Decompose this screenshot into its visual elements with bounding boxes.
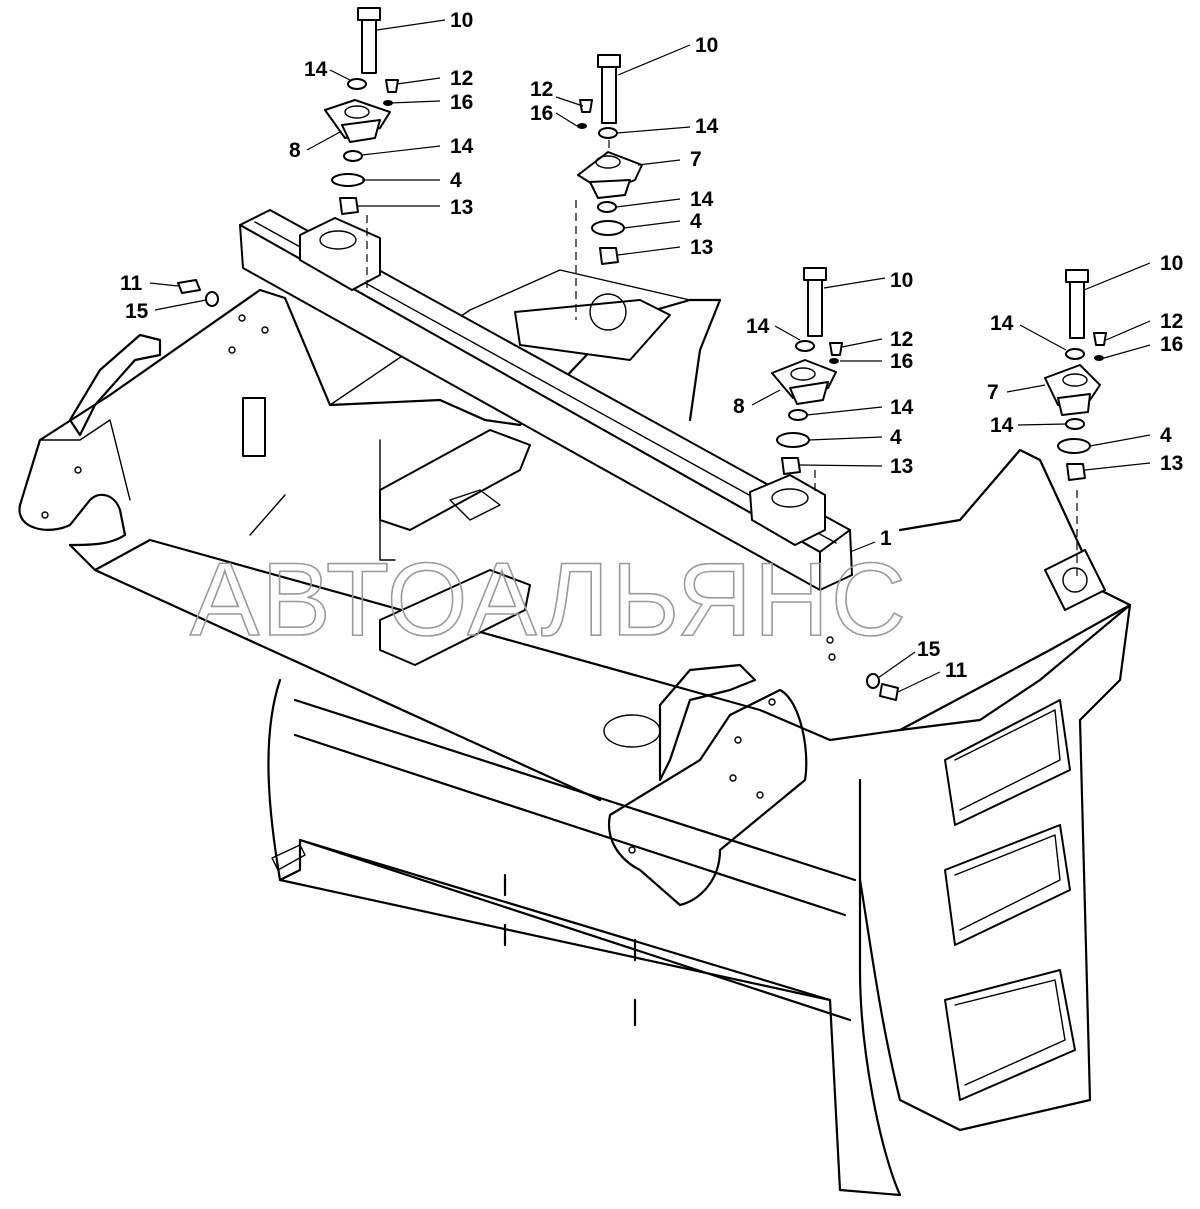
frame-body <box>18 269 1132 1197</box>
callout-label: 4 <box>450 169 462 192</box>
mount-assembly-top-left <box>324 7 399 290</box>
callout-label: 16 <box>450 91 473 114</box>
callout-label: 14 <box>890 396 914 419</box>
leader-lines <box>149 19 1151 693</box>
callout-label: 12 <box>530 78 553 101</box>
callout-label: 14 <box>990 312 1014 335</box>
callout-label: 12 <box>1160 310 1183 333</box>
mount-assembly-middle-right <box>771 267 843 495</box>
watermark-text: АВТОАЛЬЯНС <box>190 542 908 658</box>
callout-label: 4 <box>1160 424 1172 447</box>
mount-assembly-right <box>1044 269 1107 580</box>
callout-label: 10 <box>890 269 913 292</box>
callout-label: 14 <box>746 315 770 338</box>
callout-label: 7 <box>690 148 702 171</box>
callout-label: 12 <box>450 67 473 90</box>
cross-tube <box>239 209 853 591</box>
callout-label: 4 <box>690 210 702 233</box>
callout-labels: 10 14 12 16 8 14 4 13 10 12 16 14 7 14 4… <box>120 9 1183 682</box>
callout-label: 14 <box>990 414 1014 437</box>
callout-label: 12 <box>890 328 913 351</box>
callout-label: 4 <box>890 426 902 449</box>
bolt-washer-left <box>177 279 219 307</box>
callout-label: 8 <box>289 139 301 162</box>
callout-label: 13 <box>450 196 473 219</box>
callout-label: 16 <box>530 102 553 125</box>
callout-label: 14 <box>690 188 714 211</box>
callout-label: 14 <box>304 58 328 81</box>
callout-label: 10 <box>695 34 718 57</box>
callout-label: 7 <box>987 381 999 404</box>
callout-label: 13 <box>690 236 713 259</box>
callout-label: 13 <box>1160 452 1183 475</box>
callout-label: 14 <box>450 135 474 158</box>
callout-label: 15 <box>125 300 149 323</box>
callout-label: 16 <box>890 350 913 373</box>
callout-label: 15 <box>917 638 941 661</box>
callout-label: 14 <box>695 115 719 138</box>
mount-assembly-top-center <box>575 54 643 320</box>
callout-label: 11 <box>120 272 143 295</box>
callout-label: 11 <box>945 659 968 682</box>
callout-label: 8 <box>733 395 745 418</box>
callout-label: 13 <box>890 455 913 478</box>
callout-label: 1 <box>880 527 892 550</box>
bolt-washer-right <box>866 673 899 701</box>
callout-label: 10 <box>450 9 473 32</box>
callout-label: 16 <box>1160 333 1183 356</box>
callout-label: 10 <box>1160 252 1183 275</box>
